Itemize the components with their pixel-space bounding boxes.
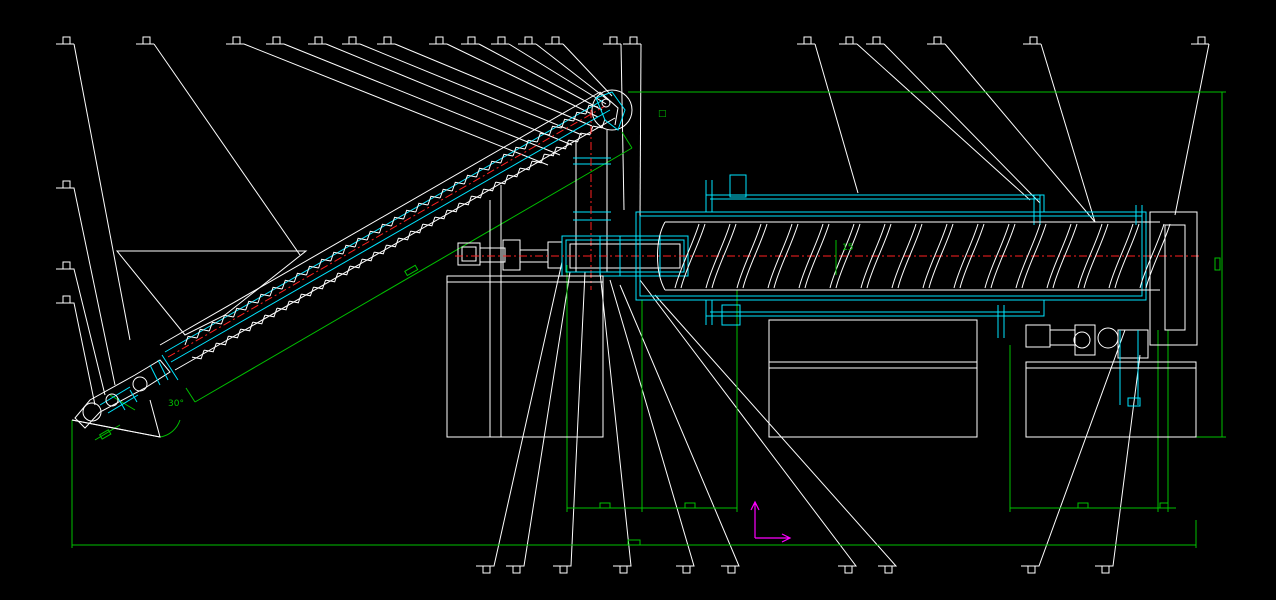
inclined-base [71, 399, 161, 438]
detail-circle [591, 89, 633, 131]
callout-box [62, 36, 71, 45]
callout-box [62, 180, 71, 189]
feed-hopper [115, 250, 308, 336]
dim-marker [98, 429, 112, 440]
helical-flights [674, 223, 1171, 289]
top-callouts [56, 36, 1210, 341]
callout-box [482, 565, 491, 574]
detail-marker: □ [658, 109, 667, 119]
main-screw-drum: 15 [635, 174, 1198, 346]
conveyor-drive [74, 354, 179, 429]
callout-box [314, 36, 323, 45]
callout-box [629, 36, 638, 45]
callout-box [467, 36, 476, 45]
dim-marker [684, 502, 696, 509]
callout-box [844, 565, 853, 574]
discharge-chute [573, 110, 611, 290]
angle-label: 30° [168, 399, 184, 409]
horizontal-feed-screw [455, 235, 1200, 277]
callout-box [348, 36, 357, 45]
callout-box [435, 36, 444, 45]
dim-marker [1214, 257, 1221, 271]
callout-box [872, 36, 881, 45]
dimensions: 30° □ [71, 89, 1226, 548]
callout-box [512, 565, 521, 574]
bottom-callouts [476, 261, 1141, 574]
callout-box [232, 36, 241, 45]
callout-box [559, 565, 568, 574]
left-callouts [56, 180, 116, 406]
ucs-icon [750, 500, 792, 543]
callout-box [497, 36, 506, 45]
dim-marker [1159, 502, 1169, 509]
callout-box [524, 36, 533, 45]
callout-box [551, 36, 560, 45]
callout-box [142, 36, 151, 45]
callout-box [383, 36, 392, 45]
callout-box [62, 261, 71, 270]
left-stand [446, 275, 604, 438]
callout-box [619, 565, 628, 574]
conveyor-support [489, 185, 502, 437]
callout-box [1029, 36, 1038, 45]
callout-box [1101, 565, 1110, 574]
callout-box [803, 36, 812, 45]
callout-box [1197, 36, 1206, 45]
right-stand [1025, 361, 1197, 438]
dim-marker [404, 264, 419, 277]
callout-box [682, 565, 691, 574]
callout-box [609, 36, 618, 45]
dim-marker [599, 502, 611, 509]
callout-box [884, 565, 893, 574]
inclined-screw-conveyor [74, 91, 626, 429]
callout-box [62, 295, 71, 304]
dim-marker [627, 539, 641, 546]
dim-marker [1077, 502, 1089, 509]
callout-box [933, 36, 942, 45]
middle-stand [768, 319, 978, 438]
callout-box [845, 36, 854, 45]
pitch-label: 15 [842, 243, 853, 253]
screw-flights [184, 104, 606, 360]
right-drive [1025, 324, 1149, 407]
callout-box [1027, 565, 1036, 574]
conveyor-head [595, 91, 626, 131]
callout-box [727, 565, 736, 574]
callout-box [272, 36, 281, 45]
